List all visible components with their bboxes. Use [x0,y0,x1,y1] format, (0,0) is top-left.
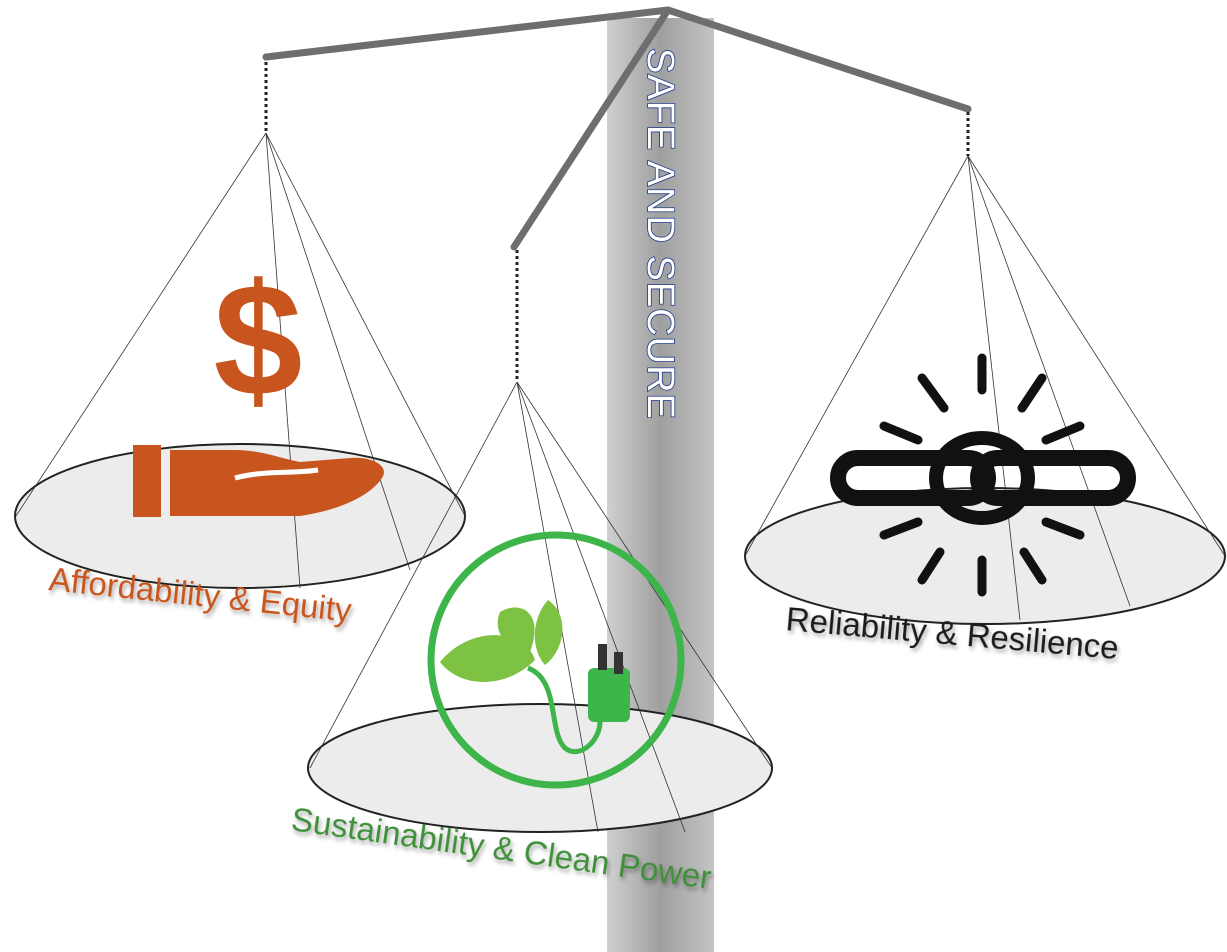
svg-text:$: $ [214,250,303,429]
pan-strings [744,155,1226,621]
chain-link-icon [830,353,1136,597]
pan-reliability: Reliability & Resilience [744,155,1226,666]
dollar-hand-icon: $ [133,250,384,517]
hanger-chains [264,62,970,382]
pan-strings [15,132,466,589]
scale-beam [262,6,972,251]
pan-affordability: $ Affordability & Equity [14,132,466,629]
leaf-plug-icon [427,531,685,789]
pillar-label: SAFE AND SECURE [639,48,681,420]
